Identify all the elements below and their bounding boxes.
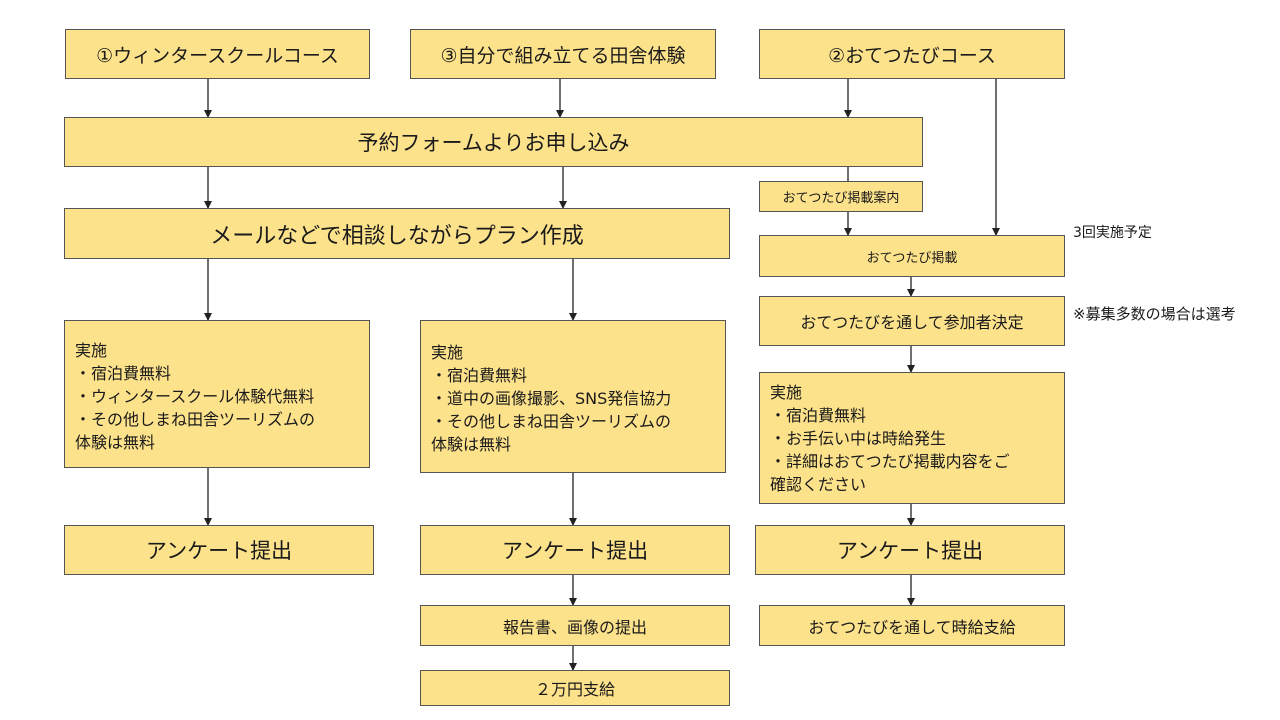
- course-diy-box: ③自分で組み立てる田舎体験: [410, 29, 716, 79]
- impl-diy-item: ・宿泊費無料: [431, 366, 528, 385]
- survey-winter-box: アンケート提出: [64, 525, 374, 575]
- impl-diy-item: ・道中の画像撮影、SNS発信協力: [431, 389, 672, 408]
- impl-winter-title: 実施: [75, 341, 108, 360]
- participants-box: おてつたびを通して参加者決定: [759, 296, 1065, 346]
- impl-winter-item: ・ウィンタースクール体験代無料: [75, 387, 315, 406]
- survey-otetsutabi-box: アンケート提出: [755, 525, 1065, 575]
- impl-otetsutabi-item: 確認ください: [770, 475, 867, 494]
- otetsutabi-guide-box: おてつたび掲載案内: [759, 181, 923, 212]
- impl-otetsutabi-title: 実施: [770, 383, 803, 402]
- reward-box: ２万円支給: [420, 670, 730, 706]
- report-submit-box: 報告書、画像の提出: [420, 605, 730, 646]
- survey-diy-box: アンケート提出: [420, 525, 730, 575]
- impl-diy-title: 実施: [431, 343, 464, 362]
- apply-form-box: 予約フォームよりお申し込み: [64, 117, 923, 167]
- impl-diy-item: ・その他しまね田舎ツーリズムの: [431, 412, 672, 431]
- course-otetsutabi-box: ②おてつたびコース: [759, 29, 1065, 79]
- impl-diy-box: 実施 ・宿泊費無料 ・道中の画像撮影、SNS発信協力 ・その他しまね田舎ツーリズ…: [420, 320, 726, 473]
- impl-otetsutabi-item: ・お手伝い中は時給発生: [770, 429, 947, 448]
- wage-box: おてつたびを通して時給支給: [759, 605, 1065, 646]
- post-note: 3回実施予定: [1073, 225, 1152, 241]
- course-winter-box: ①ウィンタースクールコース: [65, 29, 370, 79]
- impl-winter-item: ・その他しまね田舎ツーリズムの: [75, 410, 316, 429]
- impl-otetsutabi-item: ・宿泊費無料: [770, 406, 867, 425]
- impl-winter-box: 実施 ・宿泊費無料 ・ウィンタースクール体験代無料 ・その他しまね田舎ツーリズム…: [64, 320, 370, 468]
- otetsutabi-post-box: おてつたび掲載: [759, 235, 1065, 277]
- impl-otetsutabi-item: ・詳細はおてつたび掲載内容をご: [770, 452, 1010, 471]
- impl-diy-item: 体験は無料: [431, 435, 512, 454]
- impl-winter-item: ・宿泊費無料: [75, 364, 172, 383]
- impl-winter-item: 体験は無料: [75, 433, 156, 452]
- participants-note: ※募集多数の場合は選考: [1073, 305, 1236, 323]
- impl-otetsutabi-box: 実施 ・宿泊費無料 ・お手伝い中は時給発生 ・詳細はおてつたび掲載内容をご 確認…: [759, 372, 1065, 504]
- plan-creation-box: メールなどで相談しながらプラン作成: [64, 208, 730, 259]
